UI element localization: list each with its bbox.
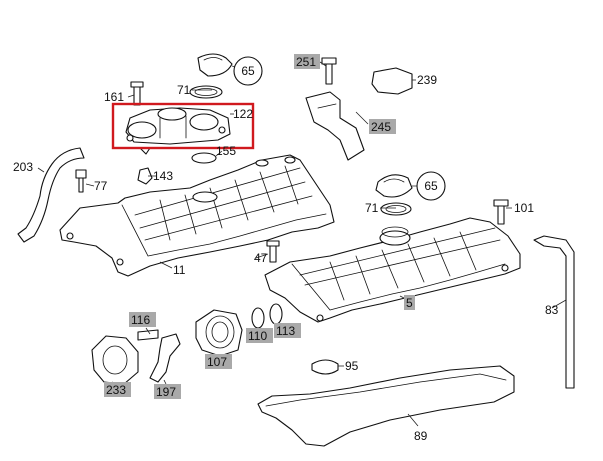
label-47: 47 — [254, 251, 268, 265]
bg-113 — [274, 323, 301, 338]
label-245: 245 — [371, 120, 391, 134]
bg-110 — [246, 328, 273, 343]
bolt-251-head — [321, 57, 337, 65]
highlight-frame — [111, 102, 255, 150]
callout-bubble-65-lower — [416, 171, 446, 201]
bolt-101 — [497, 203, 505, 225]
bg-107 — [205, 354, 232, 369]
bolt-47-head — [266, 240, 280, 247]
gasket-95 — [311, 359, 339, 375]
label-122: 122 — [233, 107, 253, 121]
label-161: 161 — [104, 90, 124, 104]
label-101: 101 — [514, 201, 534, 215]
bg-5 — [404, 295, 415, 310]
label-65-upper: 65 — [241, 64, 255, 78]
bolt-47 — [269, 244, 277, 263]
bolt-161 — [133, 84, 141, 106]
valve-cover-left — [59, 154, 335, 277]
bg-251 — [294, 54, 320, 69]
shaded-label-backgrounds — [104, 54, 415, 399]
label-11: 11 — [173, 263, 186, 277]
label-71-lower: 71 — [365, 201, 379, 215]
callout-bubble-65-upper — [233, 56, 263, 86]
label-239: 239 — [417, 73, 437, 87]
label-251: 251 — [296, 55, 316, 69]
oil-separator — [125, 107, 231, 155]
label-71-upper: 71 — [177, 83, 191, 97]
callout-labels: 65 65 71 71 161 122 155 203 77 143 11 47… — [13, 55, 559, 443]
bolt-251 — [325, 61, 333, 85]
sensor-77 — [75, 169, 87, 193]
oil-filler-cap-upper — [189, 53, 233, 99]
bg-197 — [154, 384, 181, 399]
connector-239 — [371, 67, 413, 95]
label-89: 89 — [414, 429, 428, 443]
label-107: 107 — [207, 355, 227, 369]
bg-116 — [129, 312, 156, 327]
label-203: 203 — [13, 160, 33, 174]
bolt-161-head — [130, 81, 144, 88]
seal-ring-113 — [269, 303, 283, 325]
label-197: 197 — [156, 385, 176, 399]
bolt-101-head — [493, 199, 509, 207]
breather-hose-203 — [17, 147, 85, 243]
bolt-116 — [137, 329, 159, 341]
label-143: 143 — [153, 169, 173, 183]
plug-143 — [137, 167, 153, 185]
label-233: 233 — [106, 383, 126, 397]
bg-245 — [369, 119, 396, 134]
label-110: 110 — [248, 329, 267, 343]
valve-cover-right — [264, 217, 521, 323]
label-95: 95 — [345, 359, 359, 373]
label-77: 77 — [94, 179, 108, 193]
label-116: 116 — [131, 313, 150, 327]
gasket-89 — [257, 365, 515, 447]
gasket-89-inner — [265, 373, 507, 407]
label-113: 113 — [276, 324, 295, 338]
hose-83 — [533, 235, 575, 389]
label-5: 5 — [406, 296, 413, 310]
label-65-lower: 65 — [424, 179, 438, 193]
oil-filler-cap-lower — [375, 174, 413, 216]
solenoid-107 — [195, 309, 243, 357]
seal-ring-110 — [251, 307, 265, 329]
pipe-197 — [149, 333, 181, 383]
bracket-245 — [305, 91, 365, 161]
camshaft-adjuster-233 — [91, 335, 139, 385]
seal-ring-155 — [191, 152, 217, 164]
label-155: 155 — [216, 144, 236, 158]
bg-233 — [104, 382, 131, 397]
label-83: 83 — [545, 303, 559, 317]
